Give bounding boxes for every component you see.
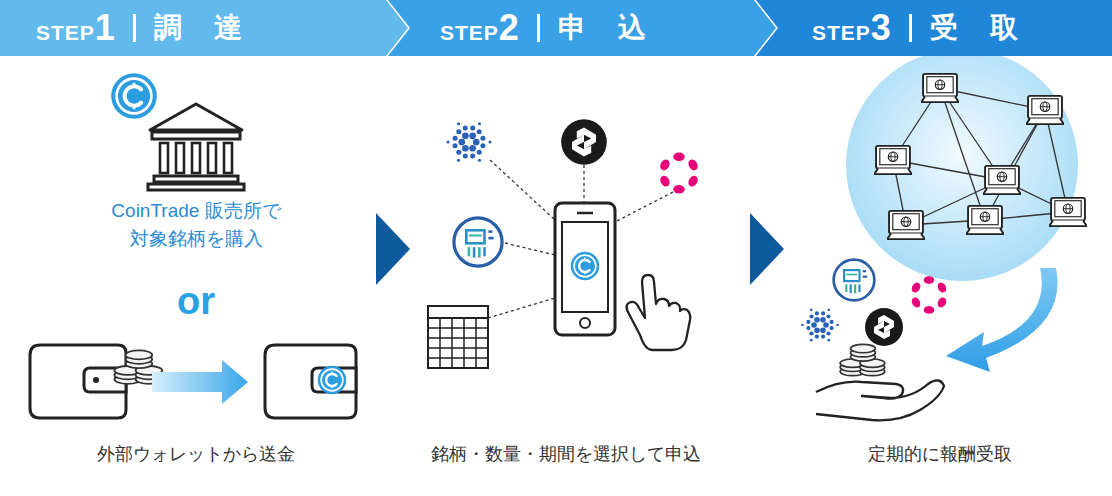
chevron-shape — [0, 0, 408, 56]
step-number: 1 — [95, 10, 115, 46]
bank-icon — [111, 73, 157, 119]
step-word: STEP — [812, 22, 871, 43]
step-title: 受 取 — [930, 14, 1030, 42]
bank-icon — [150, 104, 242, 130]
network-computers — [1026, 96, 1064, 124]
dashed-links — [490, 160, 555, 220]
divider-bar — [537, 14, 540, 42]
wallet-transfer — [93, 377, 99, 383]
network-links — [893, 88, 1068, 225]
step-caption: 定期的に報酬受取 — [810, 441, 1070, 467]
step-caption: 銘柄・数量・期間を選択して申込 — [396, 441, 736, 467]
illustration — [446, 122, 491, 161]
bank-icon — [148, 184, 244, 190]
illustration — [840, 344, 885, 375]
smartphone — [577, 212, 593, 215]
divider-bar — [909, 14, 912, 42]
smartphone — [562, 222, 608, 312]
dashed-links — [488, 298, 555, 318]
wallet-transfer — [318, 366, 347, 395]
dashed-links — [615, 192, 673, 222]
illustration — [910, 276, 948, 314]
calendar-icon — [428, 306, 488, 368]
network-computers — [1049, 198, 1087, 226]
illustration — [454, 218, 502, 266]
network-links — [940, 88, 985, 220]
step-word: STEP — [36, 22, 95, 43]
divider-bar — [133, 14, 136, 42]
step-band: STEP3 受 取 — [756, 0, 1112, 56]
bank-icon — [154, 176, 238, 182]
smartphone — [580, 318, 590, 328]
step-band: STEP1 調 達 — [0, 0, 408, 56]
smartphone — [555, 203, 615, 335]
calendar-icon — [428, 318, 488, 368]
network-links — [1045, 110, 1068, 212]
network-computers — [887, 211, 925, 239]
step-arrow — [376, 213, 410, 285]
illustration — [561, 119, 607, 165]
step-number: 3 — [871, 10, 891, 46]
open-hand — [816, 380, 944, 420]
bank-icon — [152, 132, 240, 139]
dashed-links — [505, 243, 555, 255]
dashed-links — [583, 165, 584, 205]
network-computers — [874, 74, 1087, 239]
illustration — [801, 309, 839, 342]
step-title: 調 達 — [154, 14, 254, 42]
network-computers — [966, 206, 1004, 234]
bank-icon — [192, 143, 200, 173]
wallet-transfer — [30, 345, 356, 418]
step-arrow — [750, 213, 784, 285]
calendar-icon — [428, 317, 488, 319]
step-caption: CoinTrade 販売所で 対象銘柄を購入 — [76, 197, 316, 252]
step-word: STEP — [440, 22, 499, 43]
pointer-hand — [627, 275, 691, 350]
chevron-shape — [388, 0, 776, 56]
illustration — [658, 153, 699, 194]
illustration — [834, 260, 875, 301]
step-number: 2 — [499, 10, 519, 46]
bank-icon — [224, 143, 232, 173]
bank-icon — [160, 143, 168, 173]
curved-arrow — [946, 268, 1058, 372]
network-ground — [846, 49, 1078, 281]
illustration — [865, 308, 903, 346]
step-band: STEP2 申 込 — [388, 0, 776, 56]
bank-icon — [160, 143, 232, 173]
bank-icon — [208, 143, 216, 173]
bank-icon — [111, 73, 244, 190]
smartphone — [555, 203, 615, 335]
step-caption: 外部ウォレットから送金 — [46, 441, 346, 467]
step-title: 申 込 — [558, 14, 658, 42]
or-label: or — [136, 274, 256, 329]
wallet-transfer — [152, 360, 248, 404]
network-computers — [921, 74, 959, 102]
network-computers — [874, 146, 912, 174]
smartphone — [571, 252, 600, 281]
calendar-icon — [428, 306, 488, 368]
wallet-transfer — [265, 345, 356, 418]
bank-icon — [176, 143, 184, 173]
wallet-transfer — [30, 345, 126, 418]
chevron-shape — [756, 0, 1112, 56]
network-computers — [983, 166, 1021, 194]
